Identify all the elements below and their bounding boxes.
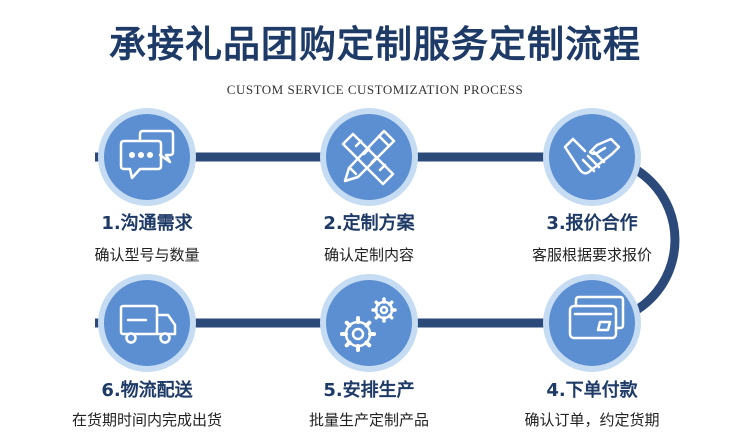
- step-3-description: 客服根据要求报价: [531, 246, 652, 264]
- credit-card-icon: [568, 295, 625, 340]
- chat-bubbles-icon: [119, 129, 175, 180]
- step-circle-2: [320, 108, 418, 206]
- step-2-description: 确认定制内容: [323, 246, 414, 264]
- step-5-title: 5.安排生产: [323, 380, 415, 401]
- step-1-description: 确认型号与数量: [94, 246, 200, 264]
- truck-icon: [119, 304, 177, 344]
- step-1-title: 1.沟通需求: [101, 213, 193, 234]
- step-4-title: 4.下单付款: [546, 380, 638, 401]
- step-3-title: 3.报价合作: [546, 213, 638, 234]
- step-circle-1: [98, 108, 196, 206]
- pencil-ruler-icon: [341, 129, 396, 186]
- step-2-title: 2.定制方案: [323, 213, 415, 234]
- step-6-description: 在货期时间内完成出货: [71, 411, 222, 429]
- step-5-description: 批量生产定制产品: [308, 411, 429, 429]
- gears-icon: [340, 297, 397, 352]
- step-6-title: 6.物流配送: [101, 380, 193, 401]
- step-circle-4: [543, 274, 641, 372]
- step-circle-6: [98, 274, 196, 372]
- handshake-icon: [563, 137, 621, 175]
- page-subtitle: CUSTOM SERVICE CUSTOMIZATION PROCESS: [226, 82, 524, 97]
- step-circle-3: [543, 108, 641, 206]
- page-title: 承接礼品团购定制服务定制流程: [109, 23, 641, 66]
- step-4-description: 确认订单，约定货期: [524, 411, 660, 429]
